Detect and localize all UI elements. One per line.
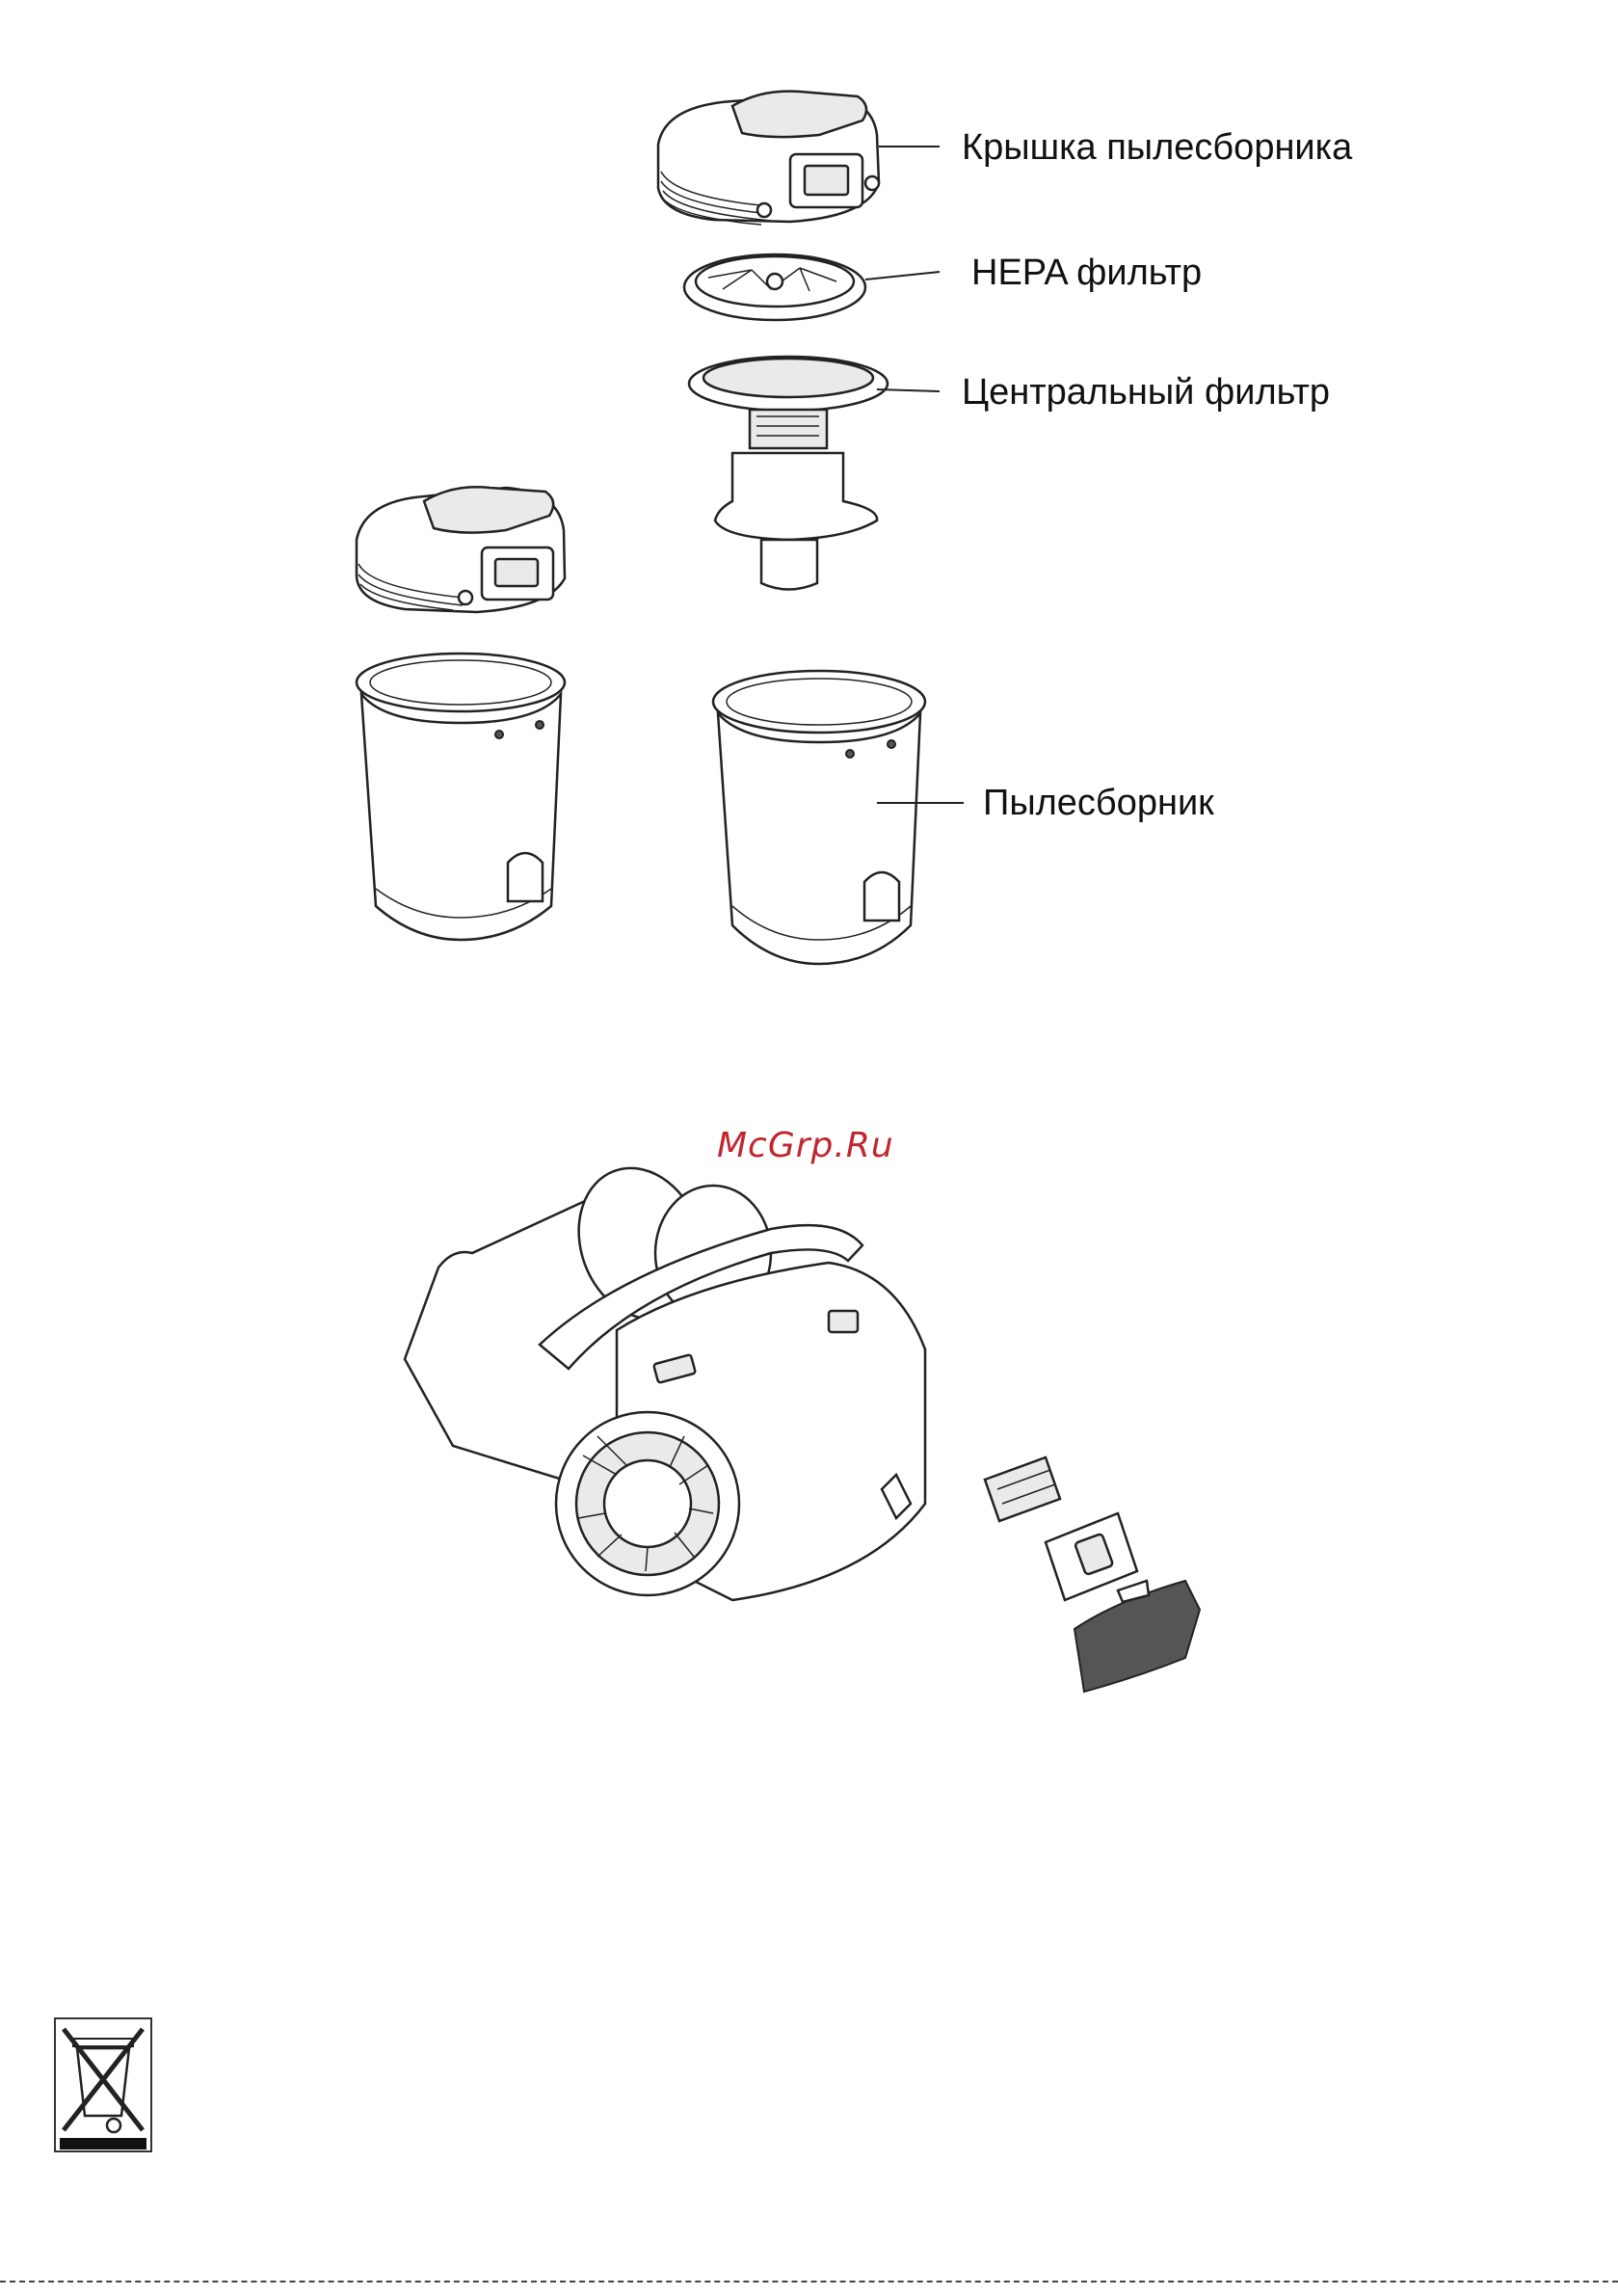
dust-container-drawing-right <box>713 671 925 964</box>
central-filter-drawing <box>689 357 888 590</box>
page-bottom-divider <box>0 2281 1618 2283</box>
dust-container-drawing-left <box>357 654 565 940</box>
crossed-out-wheelie-bin-icon <box>55 2018 151 2151</box>
vacuum-cleaner-drawing <box>405 1151 925 1600</box>
label-dust-container: Пылесборник <box>983 783 1214 824</box>
exhaust-filter-parts-drawing <box>985 1457 1200 1692</box>
central-leader-line <box>877 389 940 391</box>
hepa-filter-drawing <box>684 254 865 320</box>
dust-container-lid-drawing <box>658 92 879 225</box>
label-hepa-filter: HEPA фильтр <box>971 253 1202 294</box>
label-central-filter: Центральный фильтр <box>962 372 1330 414</box>
label-lid: Крышка пылесборника <box>962 127 1352 169</box>
watermark: McGrp.Ru <box>717 1126 894 1165</box>
hepa-leader-line <box>865 272 940 280</box>
assembled-lid-drawing-left <box>357 487 565 612</box>
